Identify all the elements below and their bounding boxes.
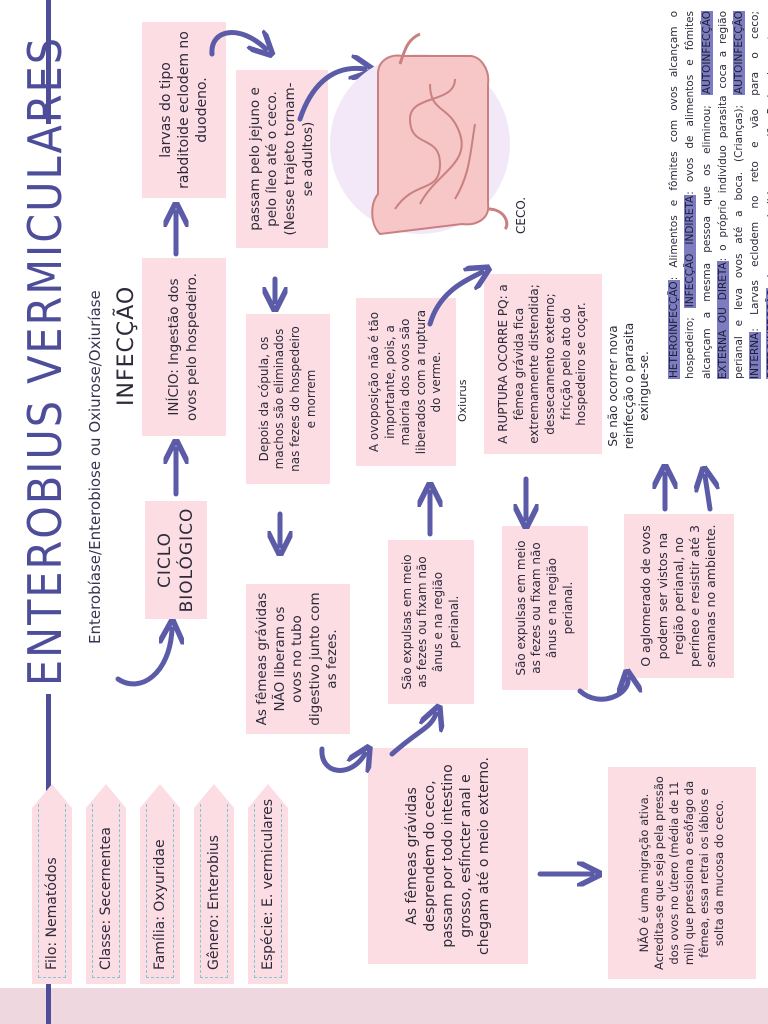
- arrow-aglomerado-to-legend: [705, 476, 710, 512]
- arrow-femeas-to-desprendem: [319, 749, 365, 770]
- intestine-illustration: [330, 32, 510, 236]
- arrow-start-to-cycle: [115, 629, 172, 687]
- arrow-desprendem-to-expulsas: [389, 714, 436, 757]
- arrow-passam-to-ceco: [297, 68, 365, 122]
- arrow-ovoposicao-to-ruptura: [427, 272, 482, 327]
- arrow-larvas-to-passam: [209, 33, 266, 54]
- arrow-expulsas2-to-aglomerado: [577, 679, 628, 702]
- bottom-band: [0, 988, 768, 1024]
